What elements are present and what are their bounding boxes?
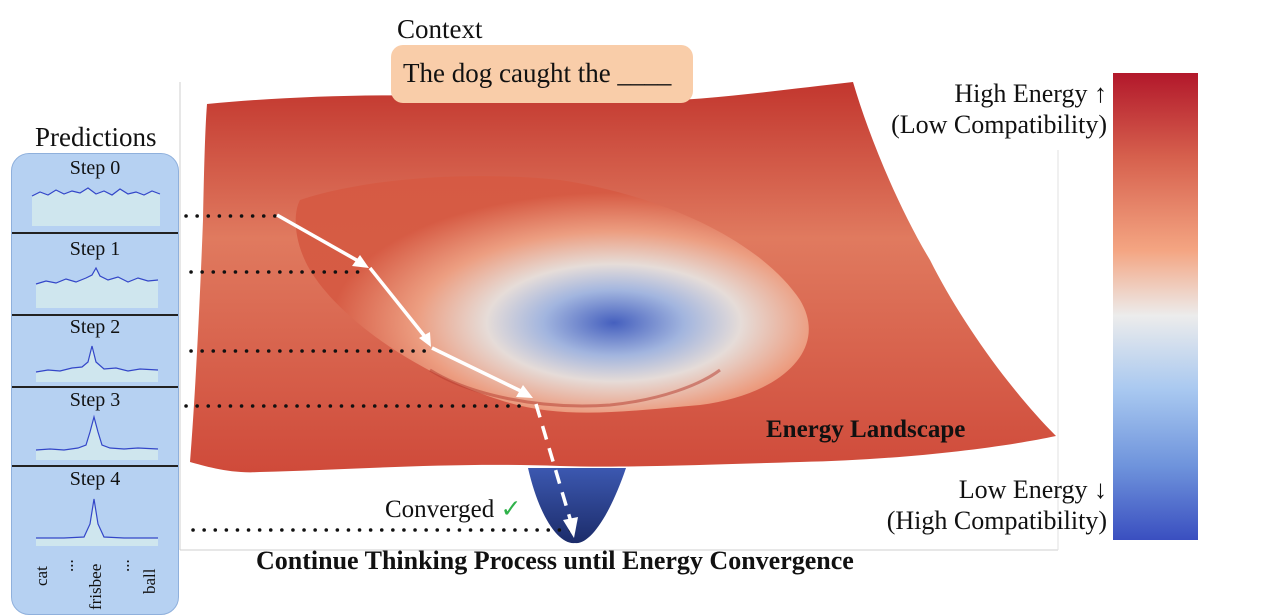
converged-label: Converged ✓ xyxy=(385,494,521,524)
low-energy-line2: (High Compatibility) xyxy=(886,506,1107,535)
low-energy-label: Low Energy ↓ (High Compatibility) xyxy=(887,474,1107,536)
step-4-distribution xyxy=(36,498,158,546)
descent-path xyxy=(276,213,573,523)
divider xyxy=(12,465,178,467)
convergence-caption: Continue Thinking Process until Energy C… xyxy=(256,546,854,575)
token-cat: cat xyxy=(32,566,51,586)
step-3-distribution xyxy=(35,414,159,460)
step-0-distribution xyxy=(31,187,161,226)
predictions-panel: Step 0 Step 1 Step 2 Step 3 Step 4 cat .… xyxy=(11,153,179,615)
context-sentence: The dog caught the ____ xyxy=(403,58,672,88)
low-energy-line1: Low Energy ↓ xyxy=(958,475,1107,504)
path-arrowheads xyxy=(352,255,578,538)
step-2-label: Step 2 xyxy=(69,316,121,338)
step-1-label: Step 1 xyxy=(69,238,121,260)
high-energy-label: High Energy ↑ (Low Compatibility) xyxy=(891,78,1107,140)
step-0-label: Step 0 xyxy=(69,157,121,179)
high-energy-line2: (Low Compatibility) xyxy=(891,110,1107,139)
context-label: Context xyxy=(397,14,483,44)
token-ellipsis: ... xyxy=(114,559,133,572)
step-3-label: Step 3 xyxy=(69,389,121,411)
context-box: The dog caught the ____ xyxy=(391,45,693,103)
token-ellipsis: ... xyxy=(58,559,77,572)
energy-colorbar xyxy=(1113,73,1198,540)
converged-text: Converged xyxy=(385,496,495,523)
divider xyxy=(12,232,178,234)
dotted-leaders xyxy=(184,214,577,532)
energy-landscape-label: Energy Landscape xyxy=(766,416,966,443)
step-2-distribution xyxy=(35,345,159,382)
token-ball: ball xyxy=(140,568,159,595)
check-icon: ✓ xyxy=(500,496,522,523)
high-energy-line1: High Energy ↑ xyxy=(954,79,1107,108)
step-4-label: Step 4 xyxy=(69,468,121,490)
divider xyxy=(12,314,178,316)
divider xyxy=(12,386,178,388)
step-1-distribution xyxy=(35,266,159,308)
token-frisbee: frisbee xyxy=(86,563,105,610)
predictions-title: Predictions xyxy=(35,122,157,152)
